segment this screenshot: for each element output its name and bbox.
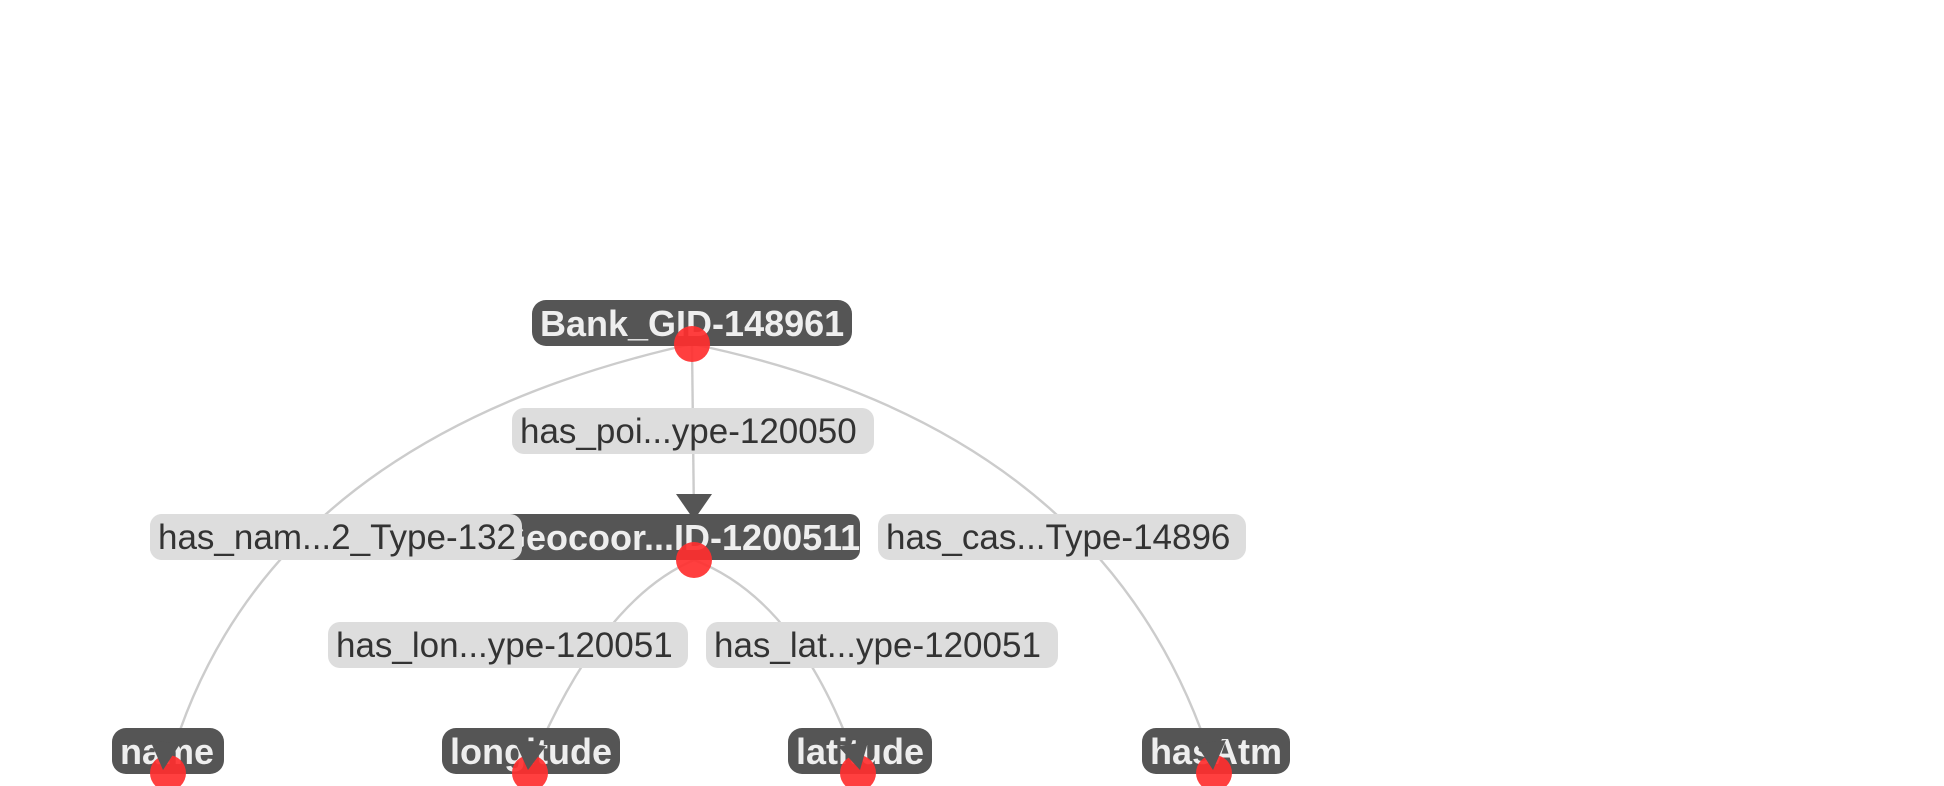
node-label-bg (492, 514, 860, 560)
node-latitude[interactable]: latitude (788, 728, 932, 786)
edge-label-bg (328, 622, 688, 668)
node-dot[interactable] (840, 755, 876, 786)
edge-label-has-name-overlay: has_nam...2_Type-132 (150, 514, 522, 560)
edge-label-text: has_lon...ype-120051 (336, 626, 673, 665)
edge-label-text: has_lat...ype-120051 (714, 626, 1041, 665)
node-name[interactable]: name (112, 728, 224, 786)
arrow-head (676, 494, 712, 520)
arrow-head (515, 742, 546, 770)
node-dot[interactable] (150, 755, 186, 786)
node-hasatm[interactable]: hasAtm (1142, 728, 1290, 786)
edge-label-text: has_nam...2_Type-132 (158, 518, 516, 557)
node-geocoordinate[interactable]: Geocoor...ID-1200511 (492, 514, 860, 578)
arrow-head (150, 740, 180, 770)
edge-label-bg (706, 622, 1058, 668)
edge-line-has-name (166, 342, 693, 769)
edge-label-has-lat[interactable]: has_lat...ype-120051 (706, 622, 1058, 668)
edge-label-bg (150, 514, 522, 560)
edge-label-has-poi[interactable]: has_poi...ype-120050 (512, 408, 874, 454)
edge-label-bg (512, 408, 874, 454)
node-dot[interactable] (512, 755, 548, 786)
node-dot[interactable] (674, 326, 710, 362)
node-longitude[interactable]: longitude (442, 728, 620, 786)
node-dot[interactable] (676, 542, 712, 578)
edge-label-has-cas[interactable]: has_cas...Type-14896 (878, 514, 1246, 560)
edge-label-has-lon[interactable]: has_lon...ype-120051 (328, 622, 688, 668)
edge-label-text: has_cas...Type-14896 (886, 518, 1230, 557)
edge-line-has-cas (691, 342, 1216, 769)
node-dot[interactable] (1196, 755, 1232, 786)
arrow-head (1196, 740, 1226, 770)
node-bank[interactable]: Bank_GID-148961 (532, 300, 852, 362)
node-label-bg (532, 300, 852, 346)
edge-label-bg (878, 514, 1246, 560)
arrow-head (838, 742, 868, 770)
edge-label-text: has_poi...ype-120050 (520, 412, 857, 451)
